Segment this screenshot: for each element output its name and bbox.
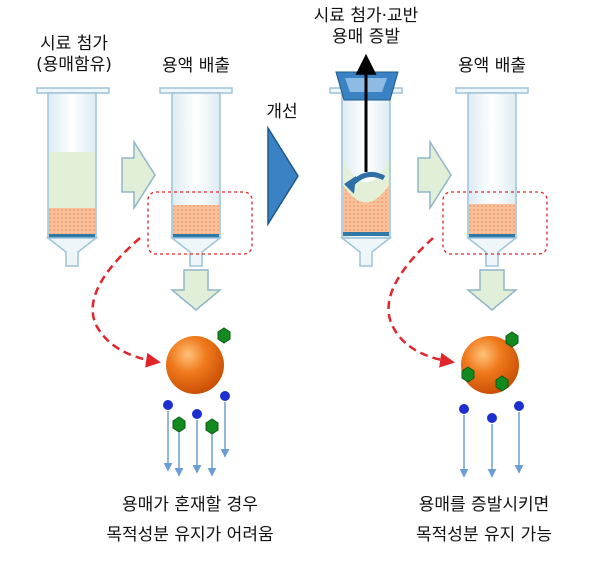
hexagon-analyte — [495, 375, 509, 392]
solvent-dot — [220, 391, 230, 401]
cartridge-2 — [147, 87, 253, 267]
cartridge-4 — [442, 87, 548, 267]
hexagon-analyte — [461, 366, 475, 383]
caption-right: 용매를 증발시키면 목적성분 유지 가능 — [374, 490, 593, 550]
label-sample-add-stir: 시료 첨가·교반 용매 증발 — [296, 6, 436, 48]
caption-right-line1: 용매를 증발시키면 — [418, 495, 550, 515]
solvent-dot — [514, 401, 524, 411]
hexagon-analyte — [217, 327, 231, 344]
label-sample-add-stir-line1: 시료 첨가·교반 — [313, 6, 419, 26]
caption-left-line1: 용매가 혼재할 경우 — [122, 495, 258, 515]
particle-group-right — [459, 331, 524, 478]
block-arrow-down-right — [465, 269, 519, 311]
red-dashed-arrow-right — [387, 237, 455, 368]
sorbent-sphere-left — [166, 336, 224, 394]
cartridge-1 — [36, 87, 110, 267]
highlight-box-left — [147, 191, 253, 255]
cartridge-3 — [329, 53, 403, 267]
block-arrow-down-left — [169, 269, 223, 311]
label-sample-add: 시료 첨가 (용매함유) — [22, 34, 126, 76]
particle-group-left — [163, 327, 231, 477]
solvent-dot — [487, 413, 497, 423]
caption-left: 용매가 혼재할 경우 목적성분 유지가 어려움 — [60, 490, 320, 550]
label-sample-add-stir-line2: 용매 증발 — [332, 27, 400, 47]
caption-right-line2: 목적성분 유지 가능 — [416, 525, 552, 545]
improvement-arrow — [267, 125, 299, 227]
label-improvement: 개선 — [266, 102, 298, 122]
highlight-box-right — [442, 191, 548, 255]
hexagon-analyte — [505, 331, 519, 348]
solvent-dot — [459, 404, 469, 414]
solvent-dot — [163, 400, 173, 410]
block-arrow-right-2 — [417, 139, 452, 211]
red-dashed-arrow-left — [91, 237, 161, 368]
label-sample-add-line2: (용매함유) — [36, 55, 112, 75]
block-arrow-right-1 — [121, 139, 156, 211]
caption-left-line2: 목적성분 유지가 어려움 — [106, 525, 274, 545]
solvent-dot — [192, 409, 202, 419]
hexagon-analyte — [205, 418, 219, 435]
label-solution-discharge-right: 용액 배출 — [458, 56, 526, 76]
label-solution-discharge-left: 용액 배출 — [162, 56, 230, 76]
label-sample-add-line1: 시료 첨가 — [40, 34, 108, 54]
hexagon-analyte — [172, 416, 186, 433]
